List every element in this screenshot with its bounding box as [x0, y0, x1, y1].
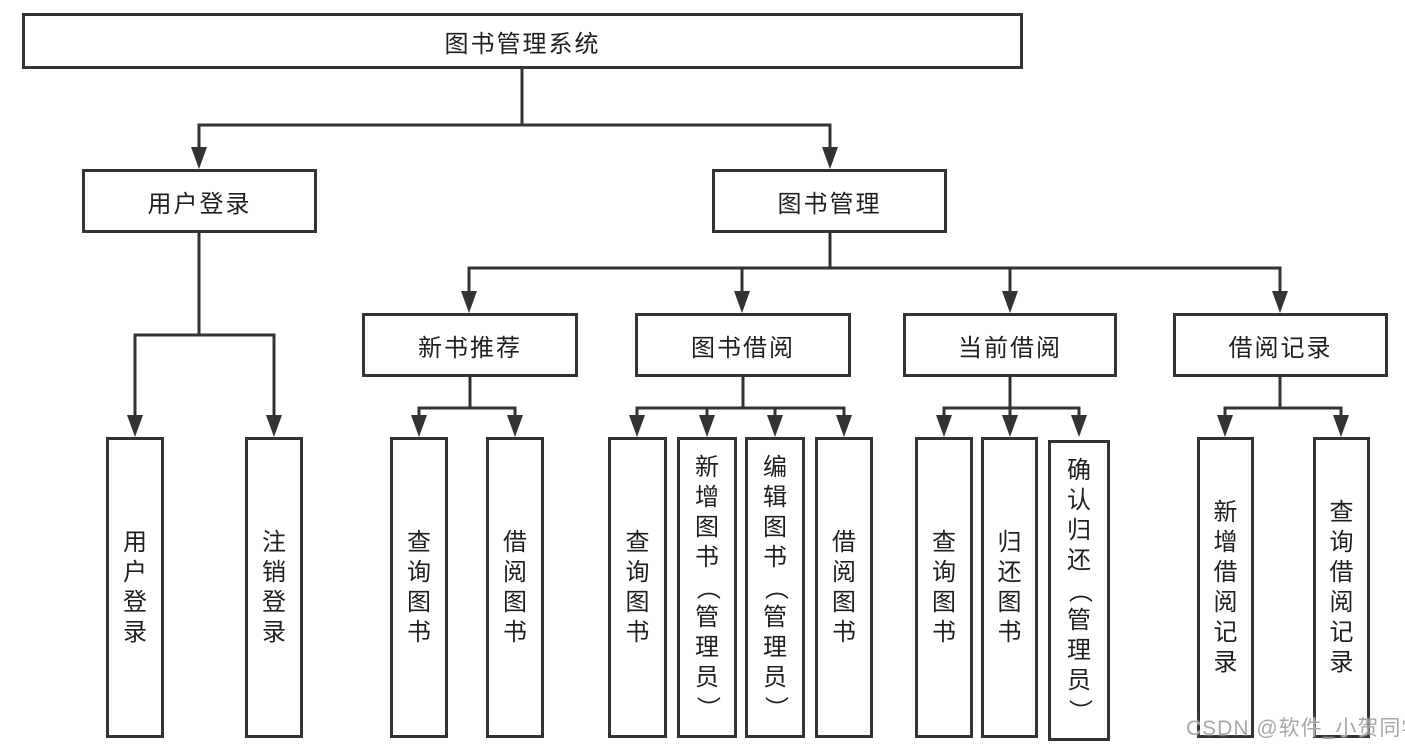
leaf-query-book-1: 查询图书	[390, 437, 448, 738]
leaf-confirm-return-admin: 确认归还（管理员）	[1048, 440, 1110, 741]
leaf-add-book-admin: 新增图书（管理员）	[677, 437, 737, 738]
node-new-book-recommend: 新书推荐	[362, 313, 578, 377]
node-borrow-record: 借阅记录	[1173, 313, 1388, 377]
leaf-query-borrow-record: 查询借阅记录	[1313, 437, 1370, 738]
leaf-query-book-3: 查询图书	[915, 437, 973, 738]
node-current-borrow: 当前借阅	[903, 313, 1117, 377]
leaf-user-login: 用户登录	[106, 437, 164, 738]
leaf-logout: 注销登录	[245, 437, 303, 738]
arrowheads	[127, 147, 1349, 437]
node-user-login: 用户登录	[82, 169, 317, 233]
csdn-watermark: CSDN @软件_小贺同学	[1186, 717, 1405, 740]
leaf-add-borrow-record: 新增借阅记录	[1197, 437, 1254, 738]
leaf-borrow-book-2: 借阅图书	[815, 437, 873, 738]
leaf-borrow-book-1: 借阅图书	[486, 437, 544, 738]
node-book-management: 图书管理	[712, 169, 947, 233]
node-root-system: 图书管理系统	[22, 13, 1023, 69]
leaf-edit-book-admin: 编辑图书（管理员）	[745, 437, 805, 738]
leaf-query-book-2: 查询图书	[608, 437, 667, 738]
leaf-return-book: 归还图书	[981, 437, 1038, 738]
node-book-borrow: 图书借阅	[635, 313, 851, 377]
